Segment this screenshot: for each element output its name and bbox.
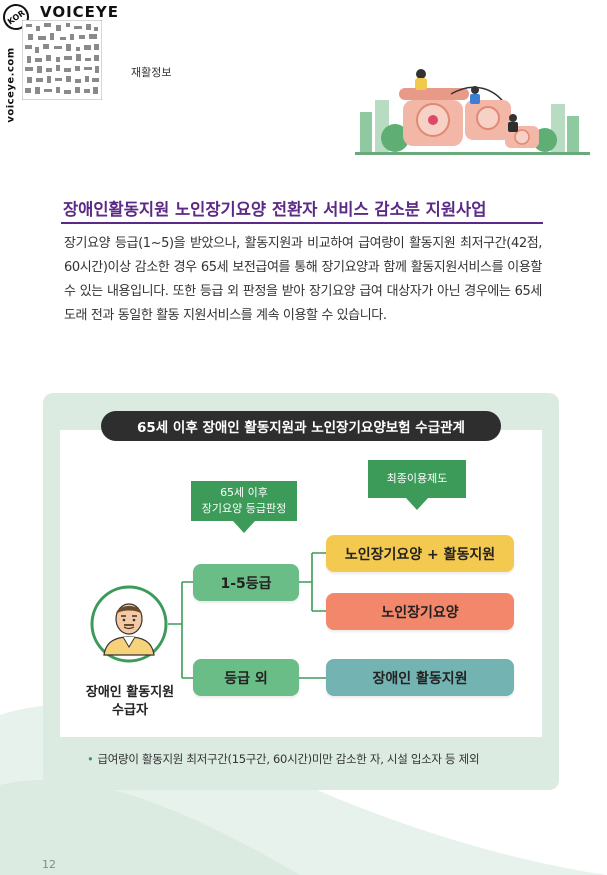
heading-underline: [61, 222, 543, 224]
body-paragraph: 장기요양 등급(1~5)을 받았으나, 활동지원과 비교하여 급여량이 활동지원…: [64, 236, 542, 323]
grade-1-5-pill: 1-5등급: [193, 564, 299, 601]
result-disability-support: 장애인 활동지원: [326, 659, 514, 696]
diagram-note: •급여량이 활동지원 최저구간(15구간, 60시간)미만 감소한 자, 시설 …: [87, 751, 480, 767]
age-65-arrow-icon: [233, 521, 255, 533]
page-number: 12: [42, 858, 56, 871]
brand-title: VOICEYE: [40, 3, 120, 21]
recipient-label: 장애인 활동지원 수급자: [74, 684, 186, 720]
grade-etc-pill: 등급 외: [193, 659, 299, 696]
result-ltc: 노인장기요양: [326, 593, 514, 630]
qr-code-icon[interactable]: [22, 20, 102, 100]
telephone-people-illustration: [355, 69, 590, 155]
diagram-title: 65세 이후 장애인 활동지원과 노인장기요양보험 수급관계: [101, 411, 501, 441]
recipient-label-text: 장애인 활동지원 수급자: [85, 685, 175, 718]
age-65-box: 65세 이후 장기요양 등급판정: [191, 481, 297, 521]
note-bullet-icon: •: [87, 752, 94, 766]
elderly-man-avatar-icon: [90, 585, 168, 663]
note-text: 급여량이 활동지원 최저구간(15구간, 60시간)미만 감소한 자, 시설 입…: [97, 752, 480, 766]
page-heading: 장애인활동지원 노인장기요양 전환자 서비스 감소분 지원사업: [63, 200, 487, 219]
vertical-brand: voiceye.com: [2, 40, 20, 130]
age-65-text: 65세 이후 장기요양 등급판정: [201, 486, 287, 515]
section-label: 재활정보: [131, 66, 172, 79]
result-ltc-plus-support: 노인장기요양 + 활동지원: [326, 535, 514, 572]
final-system-box: 최종이용제도: [368, 460, 466, 498]
vertical-brand-text: voiceye.com: [5, 47, 17, 123]
final-system-arrow-icon: [406, 498, 428, 510]
